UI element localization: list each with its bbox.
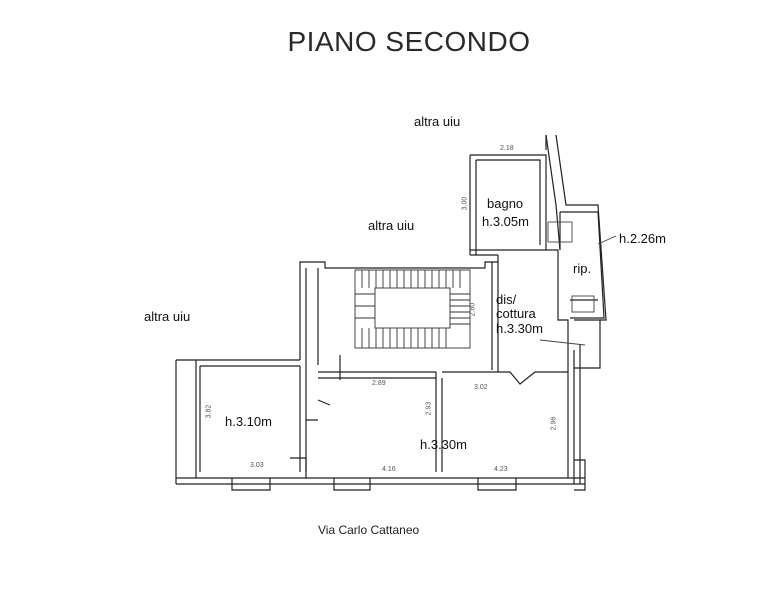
dim-left-bottom: 3.03 [250, 462, 264, 469]
dim-right-top: 3.02 [474, 384, 488, 391]
neighbor-center-label: altra uiu [368, 218, 415, 233]
wall-stair [299, 261, 493, 370]
wall-bagno [469, 135, 547, 256]
room-bagno-height: h.3.05m [482, 214, 529, 229]
neighbor-top-label: altra uiu [414, 114, 461, 129]
corridor-line [539, 339, 586, 346]
wall-main-top [318, 371, 443, 472]
staircase [354, 269, 471, 349]
dim-right-side: 2.96 [550, 416, 558, 431]
room-dis-name-line1: dis/ [496, 292, 517, 307]
window-3 [333, 478, 371, 491]
dim-left-side: 3.82 [205, 404, 213, 419]
wall-left-inner [199, 360, 307, 472]
rip-pointer [597, 235, 617, 245]
fixture-boiler [571, 295, 595, 313]
wall-bottom [176, 477, 585, 485]
wall-rip [559, 211, 605, 319]
neighbor-left-label: altra uiu [144, 309, 191, 324]
plan-title: PIANO SECONDO [287, 26, 531, 57]
dim-bagno-width: 2.18 [500, 145, 514, 152]
room-bagno-name: bagno [487, 196, 524, 211]
room-rip-height: h.2.26m [619, 231, 666, 246]
room-rip-name: rip. [573, 261, 592, 276]
room-dis-name-line2: cottura [496, 306, 536, 321]
fixture-bath [547, 221, 573, 243]
wall-right-thick [545, 134, 607, 321]
room-left-height: h.3.10m [225, 414, 272, 429]
street-name: Via Carlo Cattaneo [318, 523, 420, 537]
dim-stair-side: 2.80 [469, 302, 477, 317]
wall-left [175, 360, 197, 484]
window-4 [477, 478, 517, 491]
wall-right-room [442, 345, 581, 484]
dim-right-bottom: 4.23 [494, 466, 508, 473]
fixtures [539, 221, 617, 346]
wall-left-top [176, 359, 300, 367]
window-1 [231, 478, 271, 491]
window-2 [290, 457, 307, 478]
room-main-height: h.3.30m [420, 437, 467, 452]
dim-mid-top: 2.89 [372, 380, 386, 387]
dim-mid-bottom: 4.16 [382, 466, 396, 473]
wall-corridor [492, 249, 601, 372]
dim-mid-vertical: 2.93 [425, 401, 433, 416]
dim-bagno-side: 3.00 [461, 196, 469, 211]
room-dis-height: h.3.30m [496, 321, 543, 336]
wall-far-right [574, 459, 586, 491]
door-left [306, 399, 331, 421]
